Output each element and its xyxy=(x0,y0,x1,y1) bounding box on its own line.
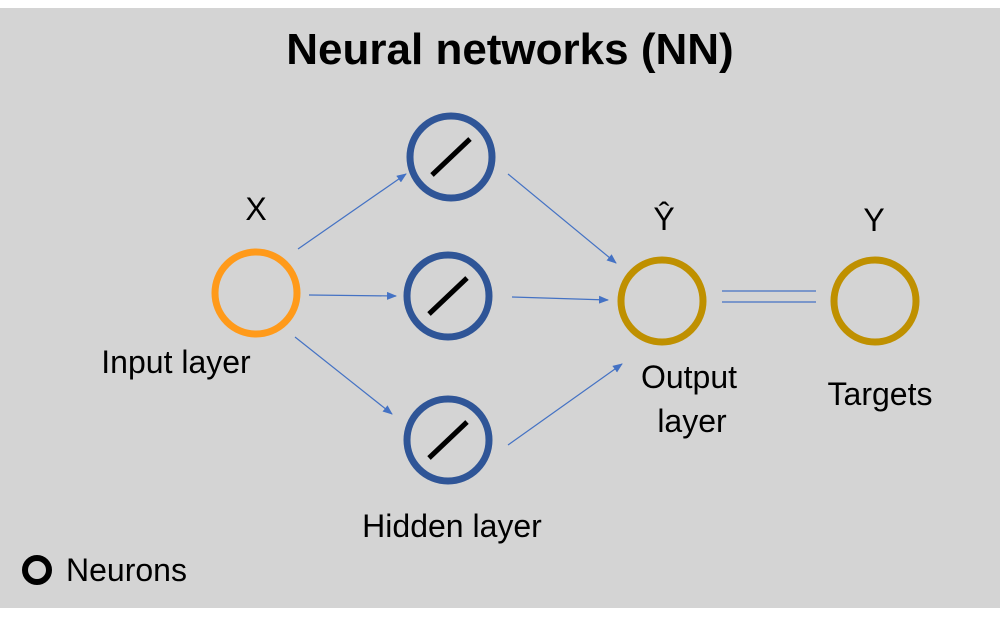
arrow-hidden-middle-to-output xyxy=(511,295,609,304)
arrow-input-to-hidden-top xyxy=(297,173,407,250)
arrow-input-to-hidden-bottom xyxy=(294,336,393,415)
hidden-neuron-bottom xyxy=(403,395,493,485)
equality-link xyxy=(722,290,816,303)
targets-label: Targets xyxy=(828,376,933,412)
hidden-neuron-top xyxy=(406,112,496,202)
neuron-ring-icon xyxy=(22,555,52,585)
input-layer-label: Input layer xyxy=(101,344,251,380)
arrow-hidden-top-to-output xyxy=(507,173,617,264)
linear-activation-icon xyxy=(430,137,472,177)
legend-label: Neurons xyxy=(66,552,187,588)
arrow-input-to-hidden-middle xyxy=(308,291,397,300)
x-symbol: X xyxy=(245,191,266,227)
output-neuron xyxy=(617,256,707,346)
linear-activation-icon xyxy=(427,420,469,460)
diagram-title: Neural networks (NN) xyxy=(286,25,733,74)
hidden-neuron-middle xyxy=(403,251,493,341)
linear-activation-icon xyxy=(427,276,469,316)
hidden-layer-label: Hidden layer xyxy=(362,508,542,544)
output-layer-label-line2: layer xyxy=(657,403,727,439)
yhat-symbol: Ŷ xyxy=(653,201,674,237)
y-symbol: Y xyxy=(863,202,884,238)
output-layer-label-line1: Output xyxy=(641,359,737,395)
arrow-hidden-bottom-to-output xyxy=(507,363,623,446)
target-neuron xyxy=(830,256,920,346)
input-neuron xyxy=(211,248,301,338)
legend: Neurons xyxy=(22,552,187,588)
